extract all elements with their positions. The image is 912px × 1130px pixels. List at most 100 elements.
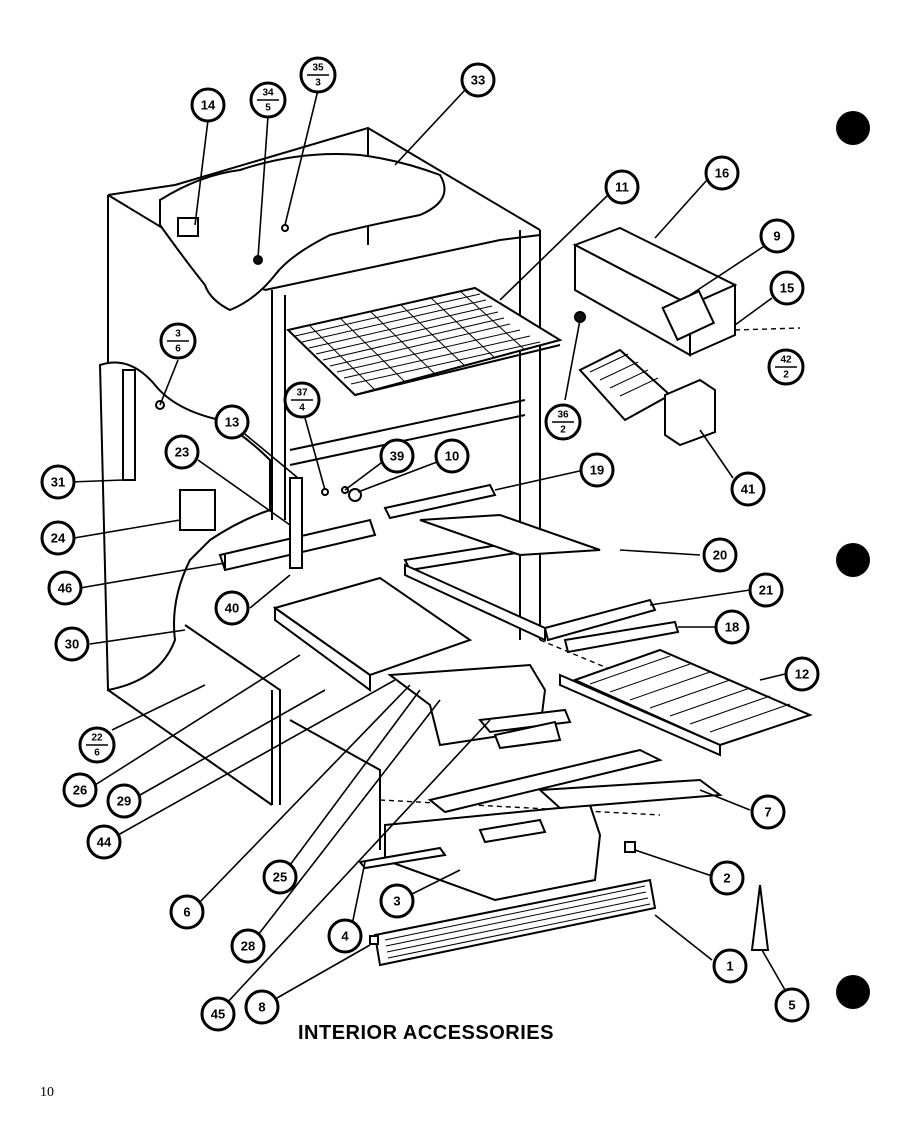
callout-16-label: 16: [715, 166, 729, 181]
callout-9: 9: [759, 218, 795, 254]
callout-19-label: 19: [590, 463, 604, 478]
binder-hole-bottom: [836, 975, 870, 1009]
callout-39-label: 39: [390, 449, 404, 464]
callout-30-label: 30: [65, 637, 79, 652]
callout-31: 31: [40, 464, 76, 500]
callout-46-label: 46: [58, 581, 72, 596]
callout-3-6-top: 3: [175, 329, 181, 340]
callout-18-label: 18: [725, 620, 739, 635]
callout-45-label: 45: [211, 1007, 225, 1022]
callout-22-6-top: 22: [91, 733, 103, 744]
callouts: 14 345 353 33 11 16 9 15 422 362 41 36 3…: [40, 56, 820, 1032]
callout-29-label: 29: [117, 794, 131, 809]
callout-6: 6: [169, 894, 205, 930]
callout-3-6: 36: [159, 322, 197, 360]
callout-39: 39: [379, 438, 415, 474]
callout-35-3: 353: [299, 56, 337, 94]
callout-34-5: 345: [249, 81, 287, 119]
callout-12: 12: [784, 656, 820, 692]
callout-30: 30: [54, 626, 90, 662]
callout-16: 16: [704, 155, 740, 191]
callout-2: 2: [709, 860, 745, 896]
callout-37-4: 374: [283, 381, 321, 419]
callout-42-2-bottom: 2: [783, 370, 789, 381]
crisper-pan: [272, 576, 770, 967]
callout-15-label: 15: [780, 281, 794, 296]
callout-37-4-bottom: 4: [299, 403, 305, 414]
callout-26-label: 26: [73, 783, 87, 798]
callout-21: 21: [748, 572, 784, 608]
callout-37-4-top: 37: [296, 388, 308, 399]
binder-hole-middle: [836, 543, 870, 577]
callout-14: 14: [190, 87, 226, 123]
callout-35-3-bottom: 3: [315, 78, 321, 89]
callout-28: 28: [230, 928, 266, 964]
callout-40: 40: [214, 590, 250, 626]
callout-11-label: 11: [615, 180, 629, 195]
callout-46: 46: [47, 570, 83, 606]
callout-14-label: 14: [201, 98, 216, 113]
callout-3-label: 3: [393, 894, 400, 909]
callout-8: 8: [244, 989, 280, 1025]
callout-33: 33: [460, 62, 496, 98]
callout-36-2-top: 36: [557, 410, 569, 421]
callout-34-5-top: 34: [262, 88, 274, 99]
callout-44: 44: [86, 824, 122, 860]
callout-4: 4: [327, 918, 363, 954]
page-number: 10: [40, 1085, 54, 1100]
callout-13: 13: [214, 404, 250, 440]
callout-10: 10: [434, 438, 470, 474]
callout-41-label: 41: [741, 482, 755, 497]
callout-25-label: 25: [273, 870, 287, 885]
callout-3-6-bottom: 6: [175, 344, 181, 355]
callout-23: 23: [164, 434, 200, 470]
callout-1-label: 1: [726, 959, 733, 974]
callout-19: 19: [579, 452, 615, 488]
callout-33-label: 33: [471, 73, 485, 88]
callout-29: 29: [106, 783, 142, 819]
callout-25: 25: [262, 859, 298, 895]
callout-36-2: 362: [544, 403, 582, 441]
callout-42-2-top: 42: [780, 355, 792, 366]
callout-6-label: 6: [183, 905, 190, 920]
callout-44-label: 44: [97, 835, 112, 850]
leader-lines: [69, 89, 801, 1006]
callout-4-label: 4: [341, 929, 349, 944]
callout-3: 3: [379, 883, 415, 919]
callout-11: 11: [604, 169, 640, 205]
callout-10-label: 10: [445, 449, 459, 464]
callout-21-label: 21: [759, 583, 773, 598]
callout-31-label: 31: [51, 475, 65, 490]
diagram-caption: INTERIOR ACCESSORIES: [298, 1022, 554, 1044]
callout-7-label: 7: [764, 805, 771, 820]
callout-20-label: 20: [713, 548, 727, 563]
callout-26: 26: [62, 772, 98, 808]
callout-9-label: 9: [773, 229, 780, 244]
callout-28-label: 28: [241, 939, 255, 954]
callout-24-label: 24: [51, 531, 66, 546]
callout-22-6: 226: [78, 726, 116, 764]
middle-shelf-rails: [218, 483, 680, 654]
callout-40-label: 40: [225, 601, 239, 616]
callout-15: 15: [769, 270, 805, 306]
binder-hole-top: [836, 111, 870, 145]
callout-18: 18: [714, 609, 750, 645]
callout-23-label: 23: [175, 445, 189, 460]
callout-8-label: 8: [258, 1000, 265, 1015]
callout-22-6-bottom: 6: [94, 748, 100, 759]
lower-wire-shelf: [559, 648, 813, 757]
callout-20: 20: [702, 537, 738, 573]
callout-5-label: 5: [788, 998, 795, 1013]
callout-36-2-bottom: 2: [560, 425, 566, 436]
ice-storage-bin: [572, 226, 738, 357]
callout-35-3-top: 35: [312, 63, 324, 74]
callout-34-5-bottom: 5: [265, 103, 271, 114]
callout-12-label: 12: [795, 667, 809, 682]
freezer-wire-shelf: [285, 286, 563, 466]
callout-1: 1: [712, 948, 748, 984]
callout-2-label: 2: [723, 871, 730, 886]
callout-7: 7: [750, 794, 786, 830]
callout-41: 41: [730, 471, 766, 507]
icemaker-assembly: [578, 348, 716, 447]
